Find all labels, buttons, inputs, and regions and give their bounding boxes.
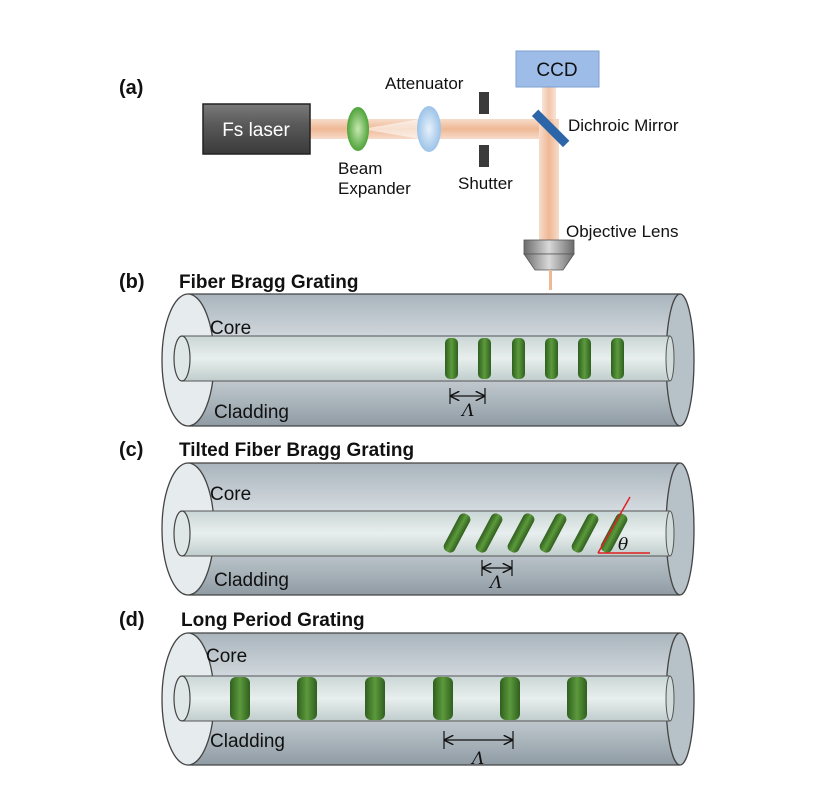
tfbg-cladding-label: Cladding (214, 570, 289, 591)
lpg-grating-6 (567, 677, 587, 720)
lpg-grating-3 (365, 677, 385, 720)
fbg-core-end-right (665, 335, 675, 382)
lpg-core-end-left (173, 675, 191, 722)
tfbg-core-label: Core (210, 484, 251, 505)
panel-c-title: Tilted Fiber Bragg Grating (179, 440, 414, 461)
lpg-core-body (182, 676, 670, 721)
shutter-top-blade (479, 92, 489, 114)
ccd-label: CCD (536, 60, 577, 81)
objective-lens-top (523, 239, 575, 255)
shutter-label: Shutter (458, 174, 513, 193)
objective-lens-body (523, 253, 575, 271)
fbg-core-body (182, 336, 670, 381)
lpg-gratings (230, 677, 587, 720)
fbg-grating-3 (512, 338, 525, 379)
fbg-core-label: Core (210, 318, 251, 339)
panel-d-label: (d) (119, 609, 145, 631)
tfbg-grating-4 (539, 513, 567, 553)
tfbg-period-label: Λ (488, 573, 502, 593)
panel-c-label: (c) (119, 439, 143, 461)
panel-b-title: Fiber Bragg Grating (179, 272, 358, 293)
fbg-grating-2 (478, 338, 491, 379)
tfbg-grating-5 (571, 513, 599, 553)
laser-beam-to-ccd (542, 86, 556, 122)
lpg-grating-1 (230, 677, 250, 720)
dichroic-mirror (531, 109, 570, 148)
tfbg-gratings (443, 513, 628, 553)
panel-a-label: (a) (119, 77, 143, 99)
beam-cone (362, 119, 420, 139)
fbg-period-label: Λ (460, 401, 474, 421)
ccd-box (515, 50, 600, 88)
fbg-grating-4 (545, 338, 558, 379)
shutter-bottom-blade (479, 145, 489, 167)
lpg-cladding-label: Cladding (210, 731, 285, 752)
fbg-cladding-label: Cladding (214, 402, 289, 423)
tfbg-core-end-right (665, 510, 675, 557)
fbg-grating-5 (578, 338, 591, 379)
objective-lens-label: Objective Lens (566, 222, 678, 241)
tfbg-tilt-angle-label: θ (618, 535, 628, 555)
lpg-grating-2 (297, 677, 317, 720)
attenuator-lens (417, 106, 441, 152)
tfbg-grating-2 (475, 513, 503, 553)
panel-d-title: Long Period Grating (181, 610, 365, 631)
dichroic-mirror-label: Dichroic Mirror (568, 116, 679, 135)
beam-expander-lens (347, 107, 369, 151)
lpg-grating-4 (433, 677, 453, 720)
laser-beam-vertical (539, 119, 559, 241)
fbg-grating-6 (611, 338, 624, 379)
lpg-core-label: Core (206, 646, 247, 667)
fbg-core-end-left (173, 335, 191, 382)
fs-laser-label: Fs laser (222, 120, 290, 141)
panel-c-tfbg: (c) Tilted Fiber Bragg Grating θ Core Cl… (119, 439, 695, 596)
lpg-core-end-right (665, 675, 675, 722)
panel-b-fbg: (b) Fiber Bragg Grating Core Cladding Λ (119, 271, 695, 427)
tfbg-core-end-left (173, 510, 191, 557)
tfbg-grating-1 (443, 513, 471, 553)
lpg-period-label: Λ (470, 749, 484, 769)
tfbg-grating-6 (600, 513, 628, 553)
tfbg-grating-3 (507, 513, 535, 553)
beam-expander-label-line1: Beam (338, 159, 382, 178)
fbg-grating-1 (445, 338, 458, 379)
focused-beam (549, 270, 552, 290)
panel-b-label: (b) (119, 271, 145, 293)
fbg-gratings (445, 338, 624, 379)
panel-a-setup: (a) Fs laser Beam Expander Attenuator Sh… (119, 50, 679, 290)
beam-expander-label-line2: Expander (338, 179, 411, 198)
panel-d-lpg: (d) Long Period Grating Core Cladding Λ (119, 609, 695, 769)
fs-laser-box (202, 103, 311, 155)
lpg-grating-5 (500, 677, 520, 720)
tfbg-tilt-line (597, 496, 631, 554)
attenuator-label: Attenuator (385, 74, 464, 93)
